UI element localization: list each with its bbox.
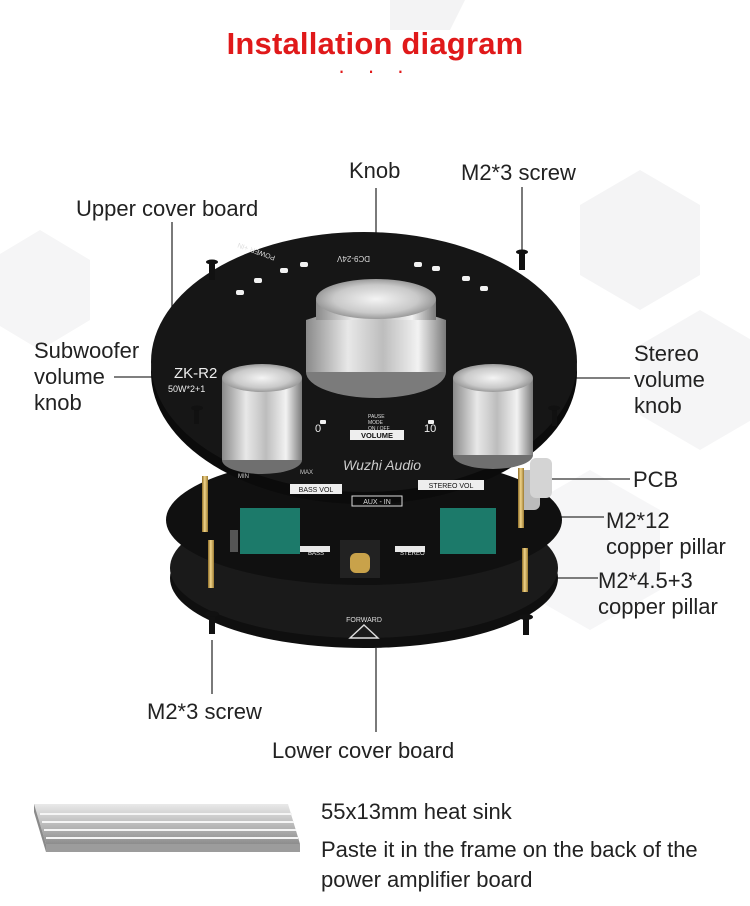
brand-print: Wuzhi Audio — [343, 457, 421, 473]
model-print: ZK-R2 — [174, 365, 217, 382]
label-pillar-45: M2*4.5+3 copper pillar — [598, 568, 718, 619]
svg-text:STEREO VOL: STEREO VOL — [429, 483, 474, 490]
svg-text:ON / OFF: ON / OFF — [368, 426, 390, 432]
label-pcb: PCB — [633, 467, 679, 492]
copper-pillars — [202, 468, 528, 592]
svg-text:0: 0 — [315, 423, 321, 435]
stereo-knob — [453, 364, 533, 469]
svg-text:MIN: MIN — [238, 474, 249, 480]
label-screw-bottom: M2*3 screw — [147, 699, 262, 724]
forward-print: FORWARD — [346, 617, 382, 624]
svg-text:STEREO: STEREO — [400, 551, 425, 557]
label-upper-cover: Upper cover board — [76, 196, 259, 221]
label-pillar-12: M2*12 copper pillar — [606, 508, 726, 559]
label-stereo-knob: Stereo volume knob — [634, 341, 705, 418]
svg-text:BASS: BASS — [308, 551, 324, 557]
screws — [191, 249, 560, 635]
heat-sink-image — [34, 804, 300, 852]
title-dots: · · · — [337, 58, 413, 83]
svg-text:DC9-24V: DC9-24V — [336, 254, 370, 263]
svg-text:VOLUME: VOLUME — [361, 431, 393, 440]
svg-text:50W*2+1: 50W*2+1 — [168, 384, 205, 394]
label-knob: Knob — [349, 158, 401, 183]
svg-text:10: 10 — [424, 423, 436, 435]
page-title: Installation diagram — [226, 26, 524, 61]
label-screw-top: M2*3 screw — [461, 160, 576, 185]
svg-text:AUX - IN: AUX - IN — [363, 499, 391, 506]
svg-text:BASS VOL: BASS VOL — [299, 487, 334, 494]
label-lower-cover: Lower cover board — [272, 738, 455, 763]
heat-sink-note: Paste it in the frame on the back of the… — [321, 837, 698, 892]
svg-text:MAX: MAX — [300, 470, 313, 476]
main-knob — [306, 279, 446, 398]
heat-sink-title: 55x13mm heat sink — [321, 799, 512, 824]
subwoofer-knob — [222, 364, 302, 474]
svg-text:PAUSE: PAUSE — [368, 414, 385, 420]
svg-text:MODE: MODE — [368, 420, 384, 426]
label-subwoofer-knob: Subwoofer volume knob — [34, 338, 140, 415]
